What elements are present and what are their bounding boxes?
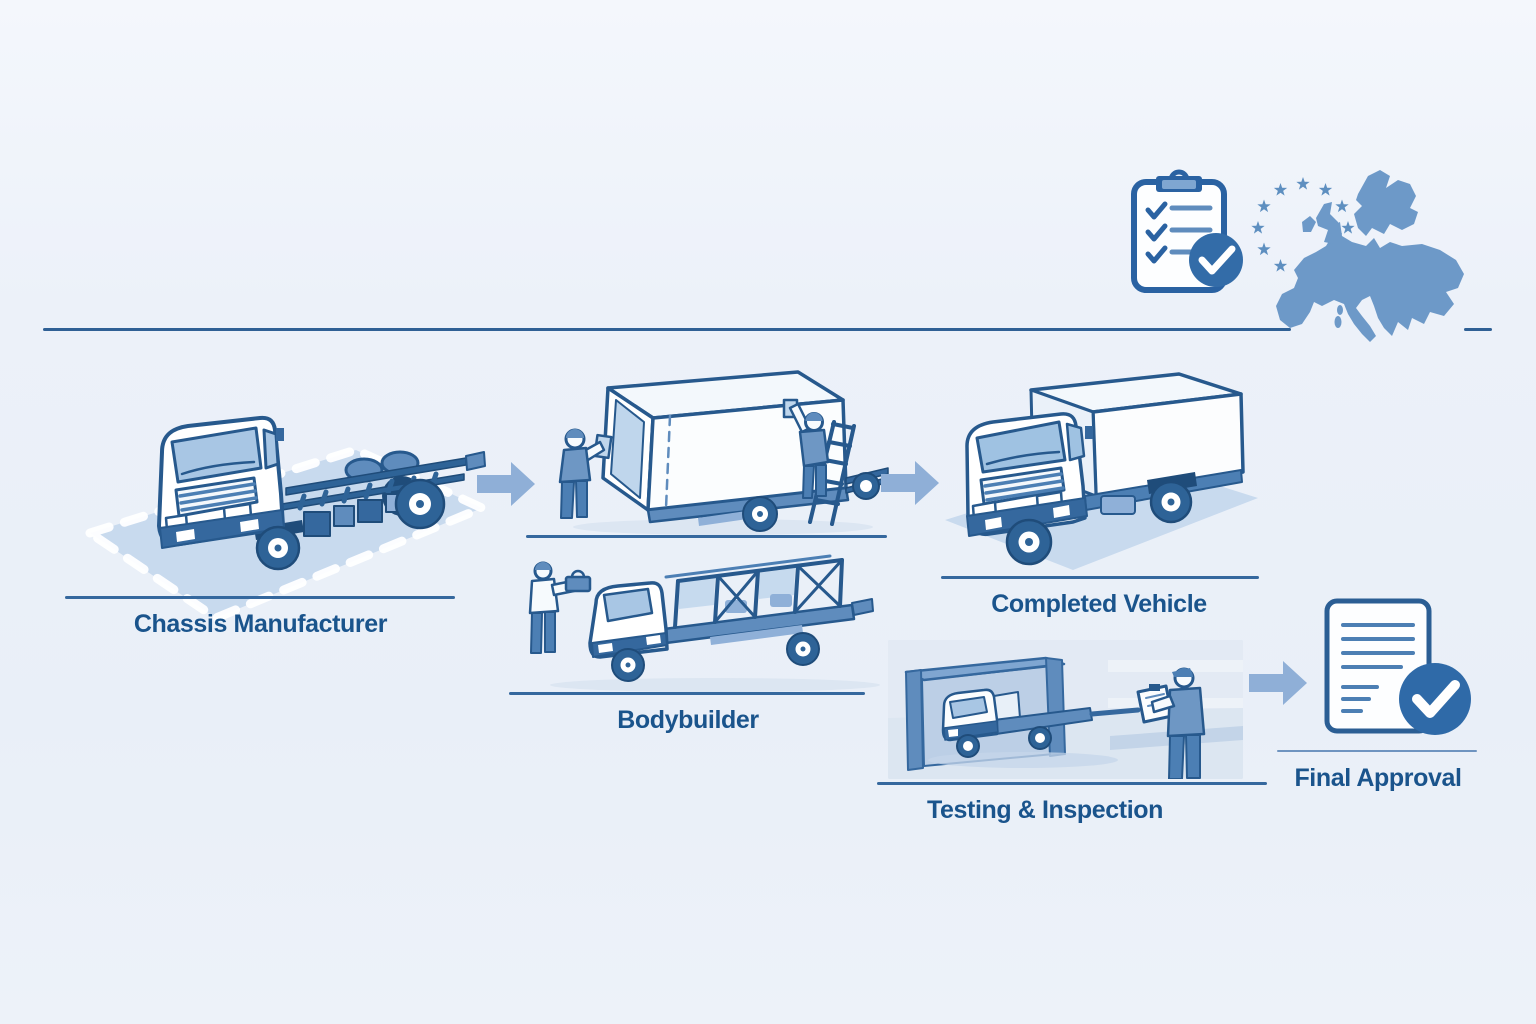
completed-box-truck-illustration bbox=[945, 372, 1258, 570]
check-circle-icon bbox=[1189, 233, 1243, 287]
bodybuilder-split-line bbox=[526, 535, 887, 538]
front-wheel bbox=[255, 525, 301, 571]
flow-arrow-right-icon-3 bbox=[1249, 661, 1307, 705]
header-divider-line-end bbox=[1464, 328, 1492, 331]
europe-map-icon bbox=[1276, 170, 1464, 342]
approval-document-illustration bbox=[1324, 598, 1471, 735]
chassis-under-body bbox=[646, 467, 889, 532]
stage-label-final-approval: Final Approval bbox=[1294, 764, 1462, 792]
flow-arrow-right-icon-2 bbox=[881, 461, 939, 505]
truck-shadow bbox=[928, 752, 1118, 768]
stage-divider-chassis bbox=[65, 596, 455, 599]
document-text-lines bbox=[1341, 623, 1415, 713]
ground-shadow bbox=[573, 519, 873, 535]
rear-wheel bbox=[1149, 480, 1193, 524]
frame-body-build-illustration bbox=[528, 554, 880, 692]
inspector-with-clipboard bbox=[1136, 667, 1206, 779]
stage-divider-bodybuilder bbox=[509, 692, 865, 695]
stage-label-bodybuilder: Bodybuilder bbox=[617, 706, 759, 734]
stage-label-testing-inspection: Testing & Inspection bbox=[927, 796, 1163, 824]
front-wheel bbox=[1005, 518, 1053, 566]
test-truck bbox=[941, 688, 1141, 758]
worker-with-toolbox bbox=[528, 561, 592, 654]
truck-chassis-illustration bbox=[85, 415, 487, 623]
stage-divider-testing bbox=[877, 782, 1267, 785]
box-body-installation-illustration bbox=[558, 370, 889, 535]
compliance-checklist-icon bbox=[1131, 169, 1243, 293]
checklist-checkmarks bbox=[1145, 201, 1168, 264]
wheels bbox=[611, 632, 820, 682]
flow-arrow-right-icon-1 bbox=[477, 462, 535, 506]
test-bay-inspection-illustration bbox=[888, 640, 1243, 779]
ground-shadow bbox=[550, 678, 880, 692]
stage-label-completed-vehicle: Completed Vehicle bbox=[991, 590, 1207, 618]
rear-wheel bbox=[394, 478, 446, 530]
eu-compliance-header-graphic bbox=[1131, 169, 1464, 342]
approval-document-icon bbox=[1324, 598, 1471, 735]
stage-label-chassis-manufacturer: Chassis Manufacturer bbox=[133, 610, 388, 638]
flatbed-and-cage-frame bbox=[662, 554, 874, 645]
truck-cab bbox=[965, 412, 1093, 537]
truck-cab bbox=[157, 415, 304, 549]
header-divider-line bbox=[43, 328, 1291, 331]
stage-divider-completed-vehicle bbox=[941, 576, 1259, 579]
worker-on-ladder bbox=[782, 398, 856, 526]
check-circle-icon bbox=[1399, 663, 1471, 735]
stage-divider-final-approval bbox=[1277, 750, 1477, 752]
worker-installing-panel bbox=[558, 428, 613, 519]
box-body bbox=[601, 370, 848, 512]
truck-cab bbox=[588, 581, 669, 659]
testing-inspection-panel bbox=[888, 640, 1243, 779]
